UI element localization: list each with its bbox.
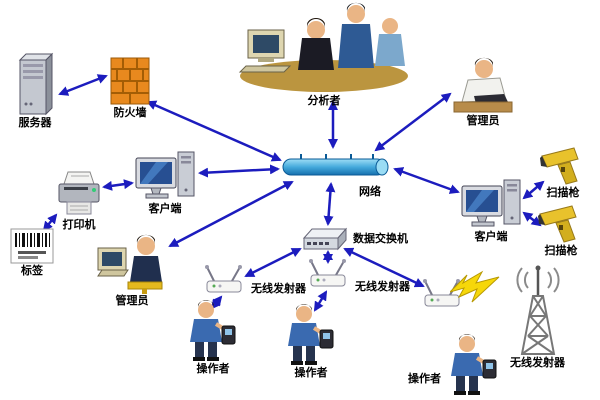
client-right-label: 客户端 — [474, 230, 508, 243]
client-left-icon — [135, 151, 195, 199]
node-antenna: 无线发射器 — [510, 264, 565, 369]
node-client-right: 客户端 — [460, 178, 522, 243]
client-right-icon — [461, 179, 521, 227]
node-analyst: 分析者 — [238, 0, 410, 107]
wireless-router-icon — [205, 265, 242, 293]
client-left-label: 客户端 — [148, 202, 182, 215]
printer-label: 打印机 — [62, 218, 96, 231]
node-admin-left: 管理员 — [96, 232, 168, 307]
node-printer: 打印机 — [56, 170, 102, 231]
admin-left-icon — [97, 234, 163, 294]
printer-icon — [58, 171, 100, 215]
antenna-tower-icon — [515, 265, 560, 355]
node-network: 网络 — [281, 150, 393, 198]
network-bus-icon — [282, 154, 389, 176]
admin-top-label: 管理员 — [466, 114, 500, 127]
node-tag: 标签 — [10, 228, 54, 277]
scanner-bottom-label: 扫描枪 — [544, 244, 578, 257]
node-wireless-left: 无线发射器 — [202, 264, 306, 296]
scanner-gun-icon — [538, 205, 577, 243]
node-operator-mid: 操作者 — [282, 304, 340, 379]
operator-left-label: 操作者 — [196, 362, 230, 375]
node-operator-right: 操作者 — [408, 334, 503, 396]
switch-icon — [302, 227, 348, 251]
node-lightning — [450, 270, 500, 304]
scanner-gun-icon — [540, 147, 579, 185]
node-firewall: 防火墙 — [110, 56, 150, 119]
node-admin-top: 管理员 — [448, 56, 518, 127]
barcode-label-icon — [10, 228, 54, 264]
operator-right-label: 操作者 — [408, 372, 441, 385]
node-scanner-bottom: 扫描枪 — [538, 204, 584, 257]
analyst-group-icon — [238, 2, 408, 92]
server-label: 服务器 — [18, 116, 52, 129]
node-wireless-mid: 无线发射器 — [306, 258, 410, 293]
tag-label: 标签 — [21, 264, 43, 277]
node-switch: 数据交换机 — [302, 226, 408, 252]
wireless-router-icon — [309, 259, 346, 287]
node-server: 服务器 — [12, 52, 58, 129]
switch-label: 数据交换机 — [353, 232, 408, 245]
lightning-icon — [450, 270, 500, 303]
firewall-icon — [110, 57, 150, 105]
node-operator-left: 操作者 — [184, 300, 242, 375]
wireless-left-label: 无线发射器 — [251, 282, 306, 295]
operator-icon — [288, 304, 334, 365]
analyst-label: 分析者 — [307, 94, 341, 107]
operator-mid-label: 操作者 — [294, 366, 328, 379]
antenna-label: 无线发射器 — [510, 356, 565, 369]
operator-icon — [451, 334, 497, 395]
server-icon — [18, 52, 54, 116]
firewall-label: 防火墙 — [113, 106, 147, 119]
scanner-top-label: 扫描枪 — [546, 186, 580, 199]
node-scanner-top: 扫描枪 — [540, 146, 586, 199]
admin-left-label: 管理员 — [115, 294, 149, 307]
network-label: 网络 — [359, 185, 381, 198]
node-client-left: 客户端 — [134, 150, 196, 215]
operator-icon — [190, 300, 236, 361]
admin-top-icon — [453, 57, 513, 113]
wireless-mid-label: 无线发射器 — [355, 280, 410, 293]
